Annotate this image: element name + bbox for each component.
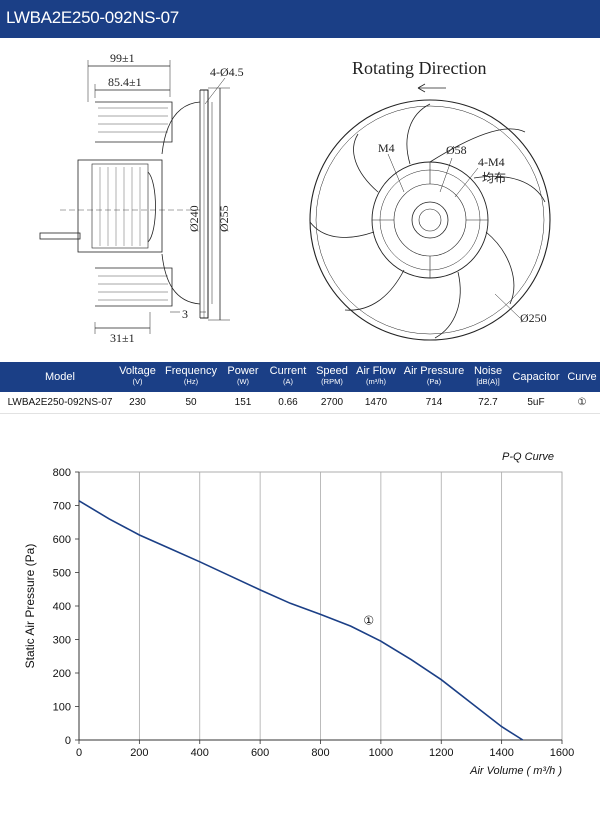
curve-annotation: ① [363,613,374,627]
col-header-model: Model [45,371,75,383]
spec-table-header: Model Voltage(V) Frequency(Hz) Power(W) … [0,362,600,392]
col-header-speed: Speed(RPM) [316,365,348,386]
col-header-capacitor: Capacitor [512,371,560,383]
col-header-voltage: Voltage(V) [119,365,156,386]
dim-length-99: 99±1 [110,51,135,65]
label-4-m4: 4-M4 [478,155,505,169]
cell-curve: ① [577,397,587,408]
rotating-direction-label: Rotating Direction [352,58,486,78]
cell-current: 0.66 [278,397,298,408]
col-header-noise: Noise[dB(A)] [473,365,503,386]
cell-noise: 72.7 [478,397,498,408]
pq-chart-svg: 0 200 400 600 800 1000 1200 1400 1600 0 100 200 300 4… [23,451,574,777]
col-header-air-pressure: Air Pressure(Pa) [403,365,465,386]
dim-dia-240: Ø240 [187,205,201,232]
y-tick-label: 0 [65,735,71,747]
y-axis-label: Static Air Pressure (Pa) [23,544,37,669]
y-tick-label: 100 [53,702,71,714]
label-dia-58: Ø58 [446,143,467,157]
label-m4: M4 [378,141,395,155]
col-header-air-flow: Air Flow(m³/h) [356,365,396,386]
table-row: LWBA2E250-092NS-07 230 50 151 0.66 2700 … [0,392,600,414]
y-tick-label: 700 [53,501,71,513]
cell-voltage: 230 [129,397,146,408]
x-tick-label: 200 [130,747,148,759]
col-header-current: Current(A) [269,365,307,386]
col-header-frequency: Frequency(Hz) [165,365,217,386]
x-axis-label: Air Volume ( m³/h ) [469,765,562,777]
pq-chart: 0 200 400 600 800 1000 1200 1400 1600 0 100 200 300 4… [0,418,600,810]
cell-power: 151 [234,397,252,408]
model-title: LWBA2E250-092NS-07 [6,8,179,27]
x-tick-label: 800 [311,747,329,759]
cell-air-flow: 1470 [364,397,388,408]
x-tick-label: 400 [191,747,209,759]
y-tick-label: 400 [53,601,71,613]
cell-model: LWBA2E250-092NS-07 [7,397,113,408]
label-dia-250: Ø250 [520,311,547,325]
dim-length-31: 31±1 [110,331,135,345]
dim-dia-255: Ø255 [217,205,231,232]
x-tick-label: 0 [76,747,82,759]
cell-air-pressure: 714 [425,397,443,408]
x-tick-label: 600 [251,747,269,759]
x-tick-label: 1200 [429,747,453,759]
col-header-power: Power(W) [227,365,259,386]
dim-holes: 4-Ø4.5 [210,65,244,79]
x-tick-label: 1600 [550,747,574,759]
label-evenly-distributed: 均布 [482,171,506,185]
cell-speed: 2700 [320,397,344,408]
y-tick-label: 600 [53,534,71,546]
series-line-1 [78,500,524,741]
x-tick-label: 1000 [369,747,393,759]
cell-frequency: 50 [185,397,197,408]
dim-length-3: 3 [182,307,188,321]
dim-length-85: 85.4±1 [108,75,142,89]
col-header-curve: Curve [567,371,597,383]
title-bar: LWBA2E250-092NS-07 [0,0,600,38]
y-tick-label: 500 [53,568,71,580]
cell-capacitor: 5uF [527,397,545,408]
y-tick-label: 800 [53,467,71,479]
y-tick-label: 300 [53,635,71,647]
chart-title: P-Q Curve [502,451,554,463]
technical-drawing: 99±1 85.4±1 4-Ø4.5 31±1 3 Ø240 Ø255 Rota… [39,51,551,345]
x-tick-label: 1400 [489,747,513,759]
y-tick-label: 200 [53,668,71,680]
